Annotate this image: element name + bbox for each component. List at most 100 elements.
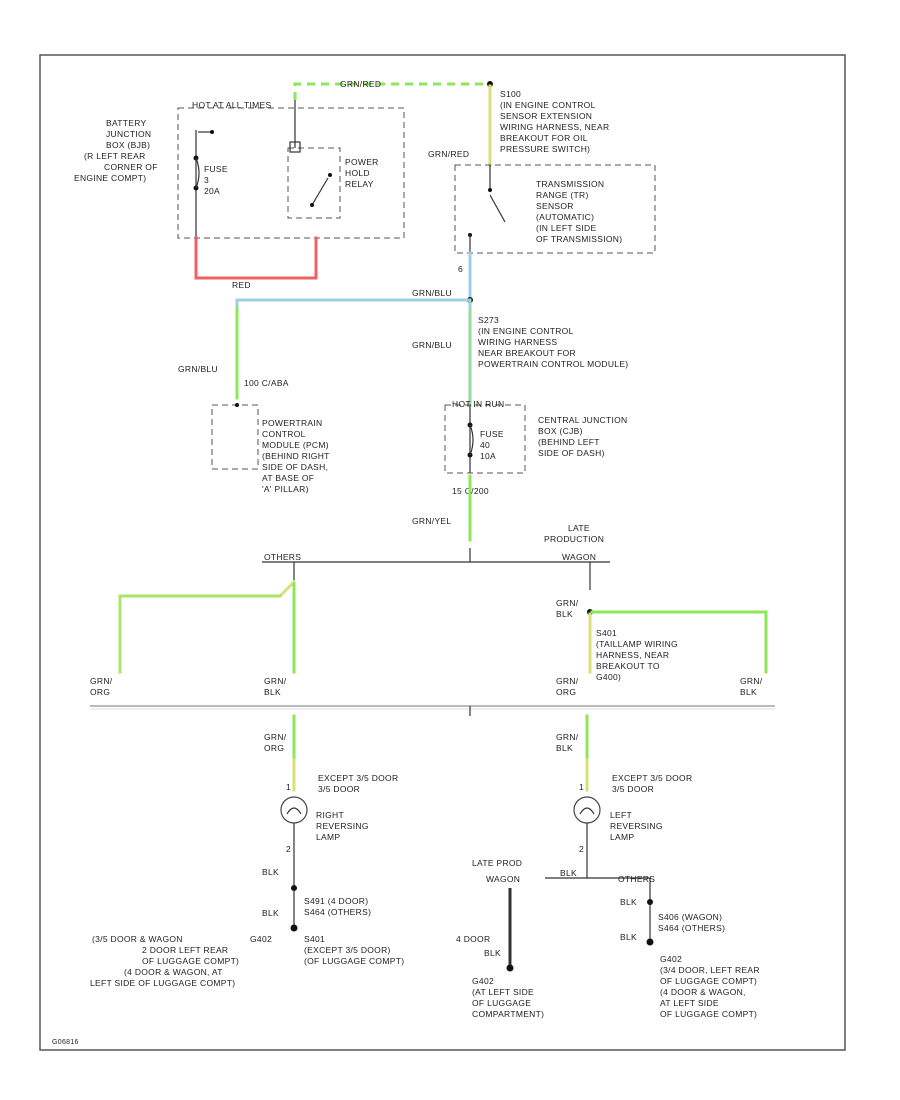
wire-label: BLK [556, 743, 573, 753]
s401b-label: (EXCEPT 3/5 DOOR) [304, 945, 391, 955]
bjb-label-line: (R LEFT REAR [84, 151, 146, 161]
g403-label: OF LUGGAGE [472, 998, 531, 1008]
tr-pin-label: 6 [458, 264, 463, 274]
others-label-lower: OTHERS [618, 874, 655, 884]
late-production-label: WAGON [562, 552, 596, 562]
blk-label: BLK [262, 908, 279, 918]
left-lamp-label: LEFT [610, 810, 632, 820]
s401b-label: (OF LUGGAGE COMPT) [304, 956, 404, 966]
grn-yel-label: GRN/YEL [412, 516, 451, 526]
fuse-40-label: FUSE [480, 429, 504, 439]
hot-at-all-times-label: HOT AT ALL TIMES [192, 100, 271, 110]
blk-label: BLK [620, 897, 637, 907]
wire-label: GRN/ [556, 676, 579, 686]
s100-label: SENSOR EXTENSION [500, 111, 592, 121]
pcm-label: SIDE OF DASH, [262, 462, 328, 472]
pcm-label: 'A' PILLAR) [262, 484, 309, 494]
s406-label: S406 (WAGON) [658, 912, 722, 922]
grn-blu-label-2: GRN/BLU [412, 340, 452, 350]
s401b-label: S401 [304, 934, 325, 944]
battery-junction-box [177, 107, 405, 239]
wire-label: GRN/ [264, 732, 287, 742]
late-prod-wagon-label: WAGON [486, 874, 520, 884]
grn-red-left-label: GRN/RED [428, 149, 469, 159]
others-label: OTHERS [264, 552, 301, 562]
fuse-40-label: 40 [480, 440, 490, 450]
bjb-label-line: BATTERY [106, 118, 147, 128]
fuse-40-symbol [469, 424, 474, 456]
tr-label: SENSOR [536, 201, 574, 211]
wire-label: ORG [90, 687, 110, 697]
left-reversing-lamp [573, 796, 601, 824]
pin-label: 2 [579, 844, 584, 854]
grn-blu-label: GRN/BLU [412, 288, 452, 298]
bjb-label-line: JUNCTION [106, 129, 151, 139]
except-label: EXCEPT 3/5 DOOR [318, 773, 398, 783]
fuse-40-label: 10A [480, 451, 496, 461]
right-lamp-label: REVERSING [316, 821, 369, 831]
bjb-label-line: BOX (BJB) [106, 140, 150, 150]
diagram-frame [39, 54, 846, 1051]
wire-label: GRN/ [556, 732, 579, 742]
central-junction-box [444, 404, 526, 474]
except-label: EXCEPT 3/5 DOOR [612, 773, 692, 783]
s273-label: S273 [478, 315, 499, 325]
g403-label: (AT LEFT SIDE [472, 987, 534, 997]
wire-label: BLK [740, 687, 757, 697]
pcm-label: AT BASE OF [262, 473, 314, 483]
pin-label: 1 [286, 782, 291, 792]
pcm-label: POWERTRAIN [262, 418, 322, 428]
tr-label: OF TRANSMISSION) [536, 234, 622, 244]
grn-red-wire-top [293, 82, 490, 100]
except-label: 3/5 DOOR [612, 784, 654, 794]
s273-label: NEAR BREAKOUT FOR [478, 348, 576, 358]
s401-label: HARNESS, NEAR [596, 650, 669, 660]
s273-label: (IN ENGINE CONTROL [478, 326, 574, 336]
transmission-range-sensor [454, 164, 656, 254]
s100-label: (IN ENGINE CONTROL [500, 100, 596, 110]
right-lamp-label: LAMP [316, 832, 340, 842]
s100-label: BREAKOUT FOR OIL [500, 133, 588, 143]
pcm-connector-label: 100 C/ABA [244, 378, 289, 388]
left-lamp-label: REVERSING [610, 821, 663, 831]
s401-label: BREAKOUT TO [596, 661, 660, 671]
late-production-label: LATE [568, 523, 590, 533]
cjb-label: BOX (CJB) [538, 426, 583, 436]
s100-label: S100 [500, 89, 521, 99]
s273-label: WIRING HARNESS [478, 337, 557, 347]
g402-right-label: OF LUGGAGE COMPT) [660, 1009, 757, 1019]
tr-label: (AUTOMATIC) [536, 212, 594, 222]
s401-label: S401 [596, 628, 617, 638]
pin-label: 1 [579, 782, 584, 792]
s100-label: WIRING HARNESS, NEAR [500, 122, 609, 132]
s491-label: S464 (OTHERS) [304, 907, 371, 917]
fuse-symbol [195, 157, 200, 189]
blk-label: BLK [560, 868, 577, 878]
pcm-label: CONTROL [262, 429, 306, 439]
g402-left-label: LEFT SIDE OF LUGGAGE COMPT) [90, 978, 235, 988]
wire-label: GRN/ [740, 676, 763, 686]
hot-in-run-label: HOT IN RUN [452, 399, 504, 409]
tr-label: (IN LEFT SIDE [536, 223, 596, 233]
g403-label: G402 [472, 976, 494, 986]
right-reversing-lamp [280, 796, 308, 824]
grn-blk-wire-late-right [590, 610, 768, 674]
red-wire [194, 236, 318, 280]
relay-label: RELAY [345, 179, 374, 189]
late-production-label: PRODUCTION [544, 534, 604, 544]
fuse-label: 20A [204, 186, 220, 196]
s491-label: S491 (4 DOOR) [304, 896, 368, 906]
s401-label: G400) [596, 672, 621, 682]
g402-left-label: G402 [250, 934, 272, 944]
s401-label: (TAILLAMP WIRING [596, 639, 678, 649]
blk-label: BLK [620, 932, 637, 942]
grn-blk-label: BLK [556, 609, 573, 619]
except-label: 3/5 DOOR [318, 784, 360, 794]
s100-label: PRESSURE SWITCH) [500, 144, 590, 154]
powertrain-control-module [211, 404, 259, 470]
right-lamp-label: RIGHT [316, 810, 344, 820]
tr-switch-arm [489, 194, 506, 223]
tr-label: TRANSMISSION [536, 179, 604, 189]
g403-label: COMPARTMENT) [472, 1009, 544, 1019]
